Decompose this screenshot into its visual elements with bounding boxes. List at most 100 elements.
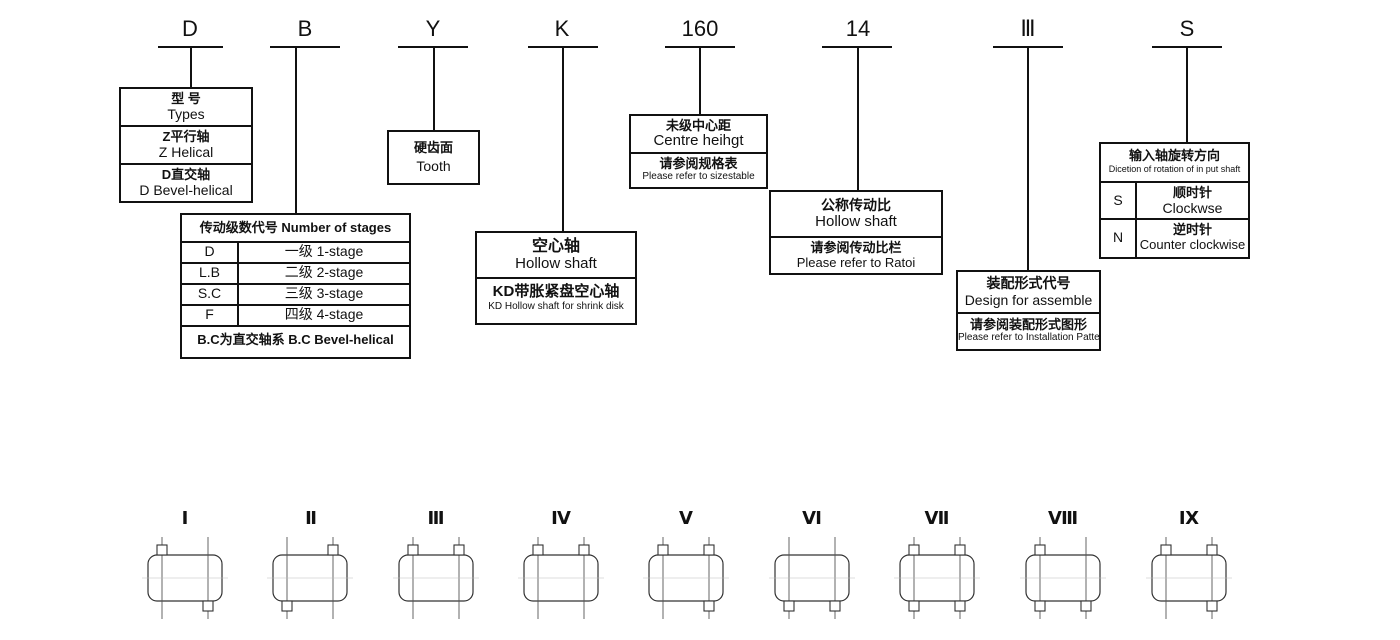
ratio-box: 公称传动比 Hollow shaft 请参阅传动比栏 Please refer … (769, 190, 943, 275)
pattern-diagram-9 (1146, 537, 1232, 619)
stages-row-3-code: S.C (182, 285, 239, 304)
centre-ref-cn: 请参阅规格表 (659, 156, 738, 171)
rotation-en: Dicetion of rotation of in put shaft (1108, 164, 1241, 174)
stages-box: 传动级数代号 Number of stages D 一级 1-stage L.B… (180, 213, 411, 359)
rotation-row-s: S 顺时针 Clockwse (1101, 183, 1248, 220)
type-helical: Z平行轴 Z Helical (121, 127, 251, 165)
stages-row-2-desc: 二级 2-stage (284, 264, 364, 280)
stages-footer: B.C为直交轴系 B.C Bevel-helical (197, 332, 394, 347)
assembly-ref-cn: 请参阅装配形式图形 (969, 317, 1087, 332)
rotation-s-cn: 顺时针 (1172, 185, 1212, 200)
pattern-diagram-7 (894, 537, 980, 619)
code-hollow-connector (562, 46, 564, 231)
hollow-kd: KD带胀紧盘空心轴 KD Hollow shaft for shrink dis… (477, 279, 635, 323)
tooth-box: 硬齿面 Tooth (387, 130, 480, 185)
shaft-stub (453, 544, 465, 556)
code-type: D (182, 16, 198, 41)
shaft-stub (703, 544, 715, 556)
pattern-label-1: Ⅰ (181, 508, 189, 528)
shaft-stub (954, 544, 966, 556)
hollow-box: 空心轴 Hollow shaft KD带胀紧盘空心轴 KD Hollow sha… (475, 231, 637, 325)
code-ratio: 14 (845, 16, 871, 41)
rotation-row-n: N 逆时针 Counter clockwise (1101, 220, 1248, 257)
shaft-stub (281, 600, 293, 612)
type-helical-cn: Z平行轴 (162, 129, 210, 144)
type-bevel-cn: D直交轴 (161, 167, 211, 182)
code-centre-connector (699, 46, 701, 114)
code-centre: 160 (681, 16, 719, 41)
rotation-n-en: Counter clockwise (1139, 237, 1246, 252)
shaft-stub (908, 600, 920, 612)
code-tooth-connector (433, 46, 435, 130)
shaft-stub (1034, 544, 1046, 556)
shaft-stub (954, 600, 966, 612)
code-stages-underline (270, 46, 340, 48)
ratio-header: 公称传动比 Hollow shaft (771, 192, 941, 238)
rotation-s-en: Clockwse (1162, 200, 1223, 216)
shaft-stub (1034, 600, 1046, 612)
hollow-en: Hollow shaft (515, 255, 597, 272)
rotation-n-cn: 逆时针 (1172, 222, 1212, 237)
stages-row-4-desc: 四级 4-stage (284, 306, 364, 322)
stages-row-1-code: D (182, 243, 239, 262)
assembly-header: 装配形式代号 Design for assemble (958, 272, 1099, 314)
rotation-n-desc: 逆时针 Counter clockwise (1137, 220, 1248, 257)
pattern-diagram-4 (518, 537, 604, 619)
pattern-label-3: Ⅲ (427, 508, 445, 528)
assembly-cn: 装配形式代号 (986, 275, 1071, 291)
type-bevel: D直交轴 D Bevel-helical (121, 165, 251, 201)
type-header-en: Types (167, 106, 205, 122)
hollow-header: 空心轴 Hollow shaft (477, 233, 635, 279)
assembly-box: 装配形式代号 Design for assemble 请参阅装配形式图形 Ple… (956, 270, 1101, 351)
pattern-label-9: Ⅸ (1178, 508, 1200, 528)
shaft-stub (532, 544, 544, 556)
stages-row-3-desc: 三级 3-stage (284, 285, 364, 301)
pattern-label-8: Ⅷ (1047, 508, 1079, 528)
rotation-cn: 输入轴旋转方向 (1128, 148, 1220, 163)
assembly-ref-en: Please refer to Installation Pattern (958, 332, 1099, 343)
code-assembly-connector (1027, 46, 1029, 270)
shaft-stub (407, 544, 419, 556)
centre-en: Centre heihgt (653, 132, 744, 149)
pattern-diagram-5 (643, 537, 729, 619)
tooth-cn: 硬齿面 (413, 140, 453, 155)
centre-header: 未级中心距 Centre heihgt (631, 116, 766, 154)
pattern-diagram-6 (769, 537, 855, 619)
stages-header: 传动级数代号 Number of stages (182, 215, 409, 243)
stages-row-2-code: L.B (182, 264, 239, 283)
pattern-label-2: Ⅱ (305, 508, 317, 528)
pattern-diagram-3 (393, 537, 479, 619)
pattern-diagram-1 (142, 537, 228, 619)
type-header: 型 号 Types (121, 89, 251, 127)
rotation-s-code: S (1101, 183, 1137, 218)
stages-row-4-code: F (182, 306, 239, 325)
type-header-cn: 型 号 (171, 91, 201, 106)
stages-row-4: F 四级 4-stage (182, 306, 409, 327)
code-type-connector (190, 46, 192, 88)
shaft-stub (1160, 544, 1172, 556)
pattern-diagram-2 (267, 537, 353, 619)
hollow-kd-cn: KD带胀紧盘空心轴 (492, 283, 620, 300)
code-stages: B (297, 16, 313, 41)
code-stages-connector (295, 46, 297, 213)
stages-row-1-desc: 一级 1-stage (284, 243, 364, 259)
pattern-label-6: Ⅵ (802, 508, 822, 528)
tooth-en: Tooth (416, 158, 451, 174)
centre-ref-en: Please refer to sizestable (642, 171, 755, 182)
type-bevel-en: D Bevel-helical (139, 182, 233, 198)
code-hollow: K (554, 16, 570, 41)
shaft-stub (578, 544, 590, 556)
ratio-ref: 请参阅传动比栏 Please refer to Ratoi (771, 238, 941, 273)
shaft-stub (156, 544, 168, 556)
shaft-stub (908, 544, 920, 556)
centre-ref: 请参阅规格表 Please refer to sizestable (631, 154, 766, 187)
rotation-header: 输入轴旋转方向 Dicetion of rotation of in put s… (1101, 144, 1248, 183)
ratio-cn: 公称传动比 (821, 197, 891, 213)
shaft-stub (783, 600, 795, 612)
shaft-stub (703, 600, 715, 612)
shaft-stub (202, 600, 214, 612)
hollow-cn: 空心轴 (531, 238, 580, 255)
shaft-stub (1206, 544, 1218, 556)
shaft-stub (657, 544, 669, 556)
type-helical-en: Z Helical (158, 144, 214, 160)
